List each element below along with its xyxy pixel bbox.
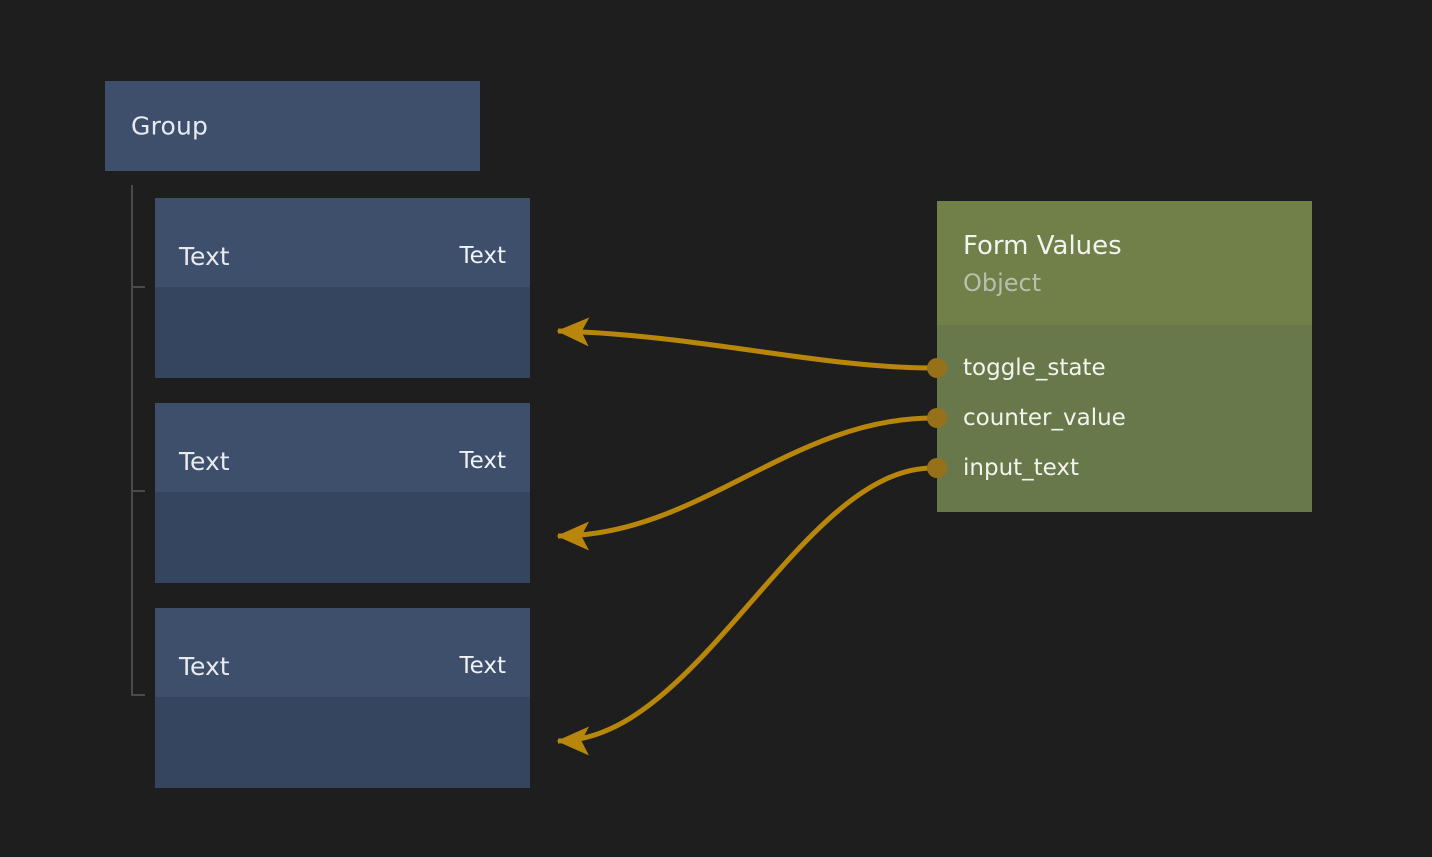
child-node-3-title: Text [179,652,230,681]
form-values-node-title: Form Values [963,231,1122,261]
form-values-field-toggle-state[interactable]: toggle_state [963,355,1106,381]
form-values-node-header [937,201,1312,325]
tree-trunk-line [131,185,133,696]
form-values-node-body [937,325,1312,512]
edge-input-text [556,465,934,756]
form-values-node[interactable]: Form Values Object toggle_state counter_… [937,201,1312,512]
tree-branch-stub-2 [131,490,145,492]
child-node-2-title: Text [179,447,230,476]
child-node-1[interactable]: Text Text [155,198,530,378]
child-node-1-header [155,198,530,287]
port-input-text[interactable] [927,458,947,478]
edge-toggle-state [556,317,934,371]
child-node-2[interactable]: Text Text [155,403,530,583]
child-node-1-port-label[interactable]: Text [459,243,506,269]
child-node-1-body [155,287,530,378]
child-node-3-body [155,697,530,788]
child-node-2-body [155,492,530,583]
form-values-field-counter-value[interactable]: counter_value [963,405,1126,431]
child-node-3[interactable]: Text Text [155,608,530,788]
child-node-2-header [155,403,530,492]
child-node-3-header [155,608,530,697]
child-node-3-port-label[interactable]: Text [459,653,506,679]
child-node-2-port-label[interactable]: Text [459,448,506,474]
group-node[interactable]: Group [105,81,480,171]
port-counter-value[interactable] [927,408,947,428]
tree-branch-stub-3 [131,694,145,696]
port-toggle-state[interactable] [927,358,947,378]
form-values-node-subtype: Object [963,269,1042,297]
group-node-title: Group [131,111,209,141]
child-node-1-title: Text [179,242,230,271]
tree-branch-stub-1 [131,286,145,288]
edge-counter-value [556,415,934,551]
form-values-field-input-text[interactable]: input_text [963,455,1080,481]
